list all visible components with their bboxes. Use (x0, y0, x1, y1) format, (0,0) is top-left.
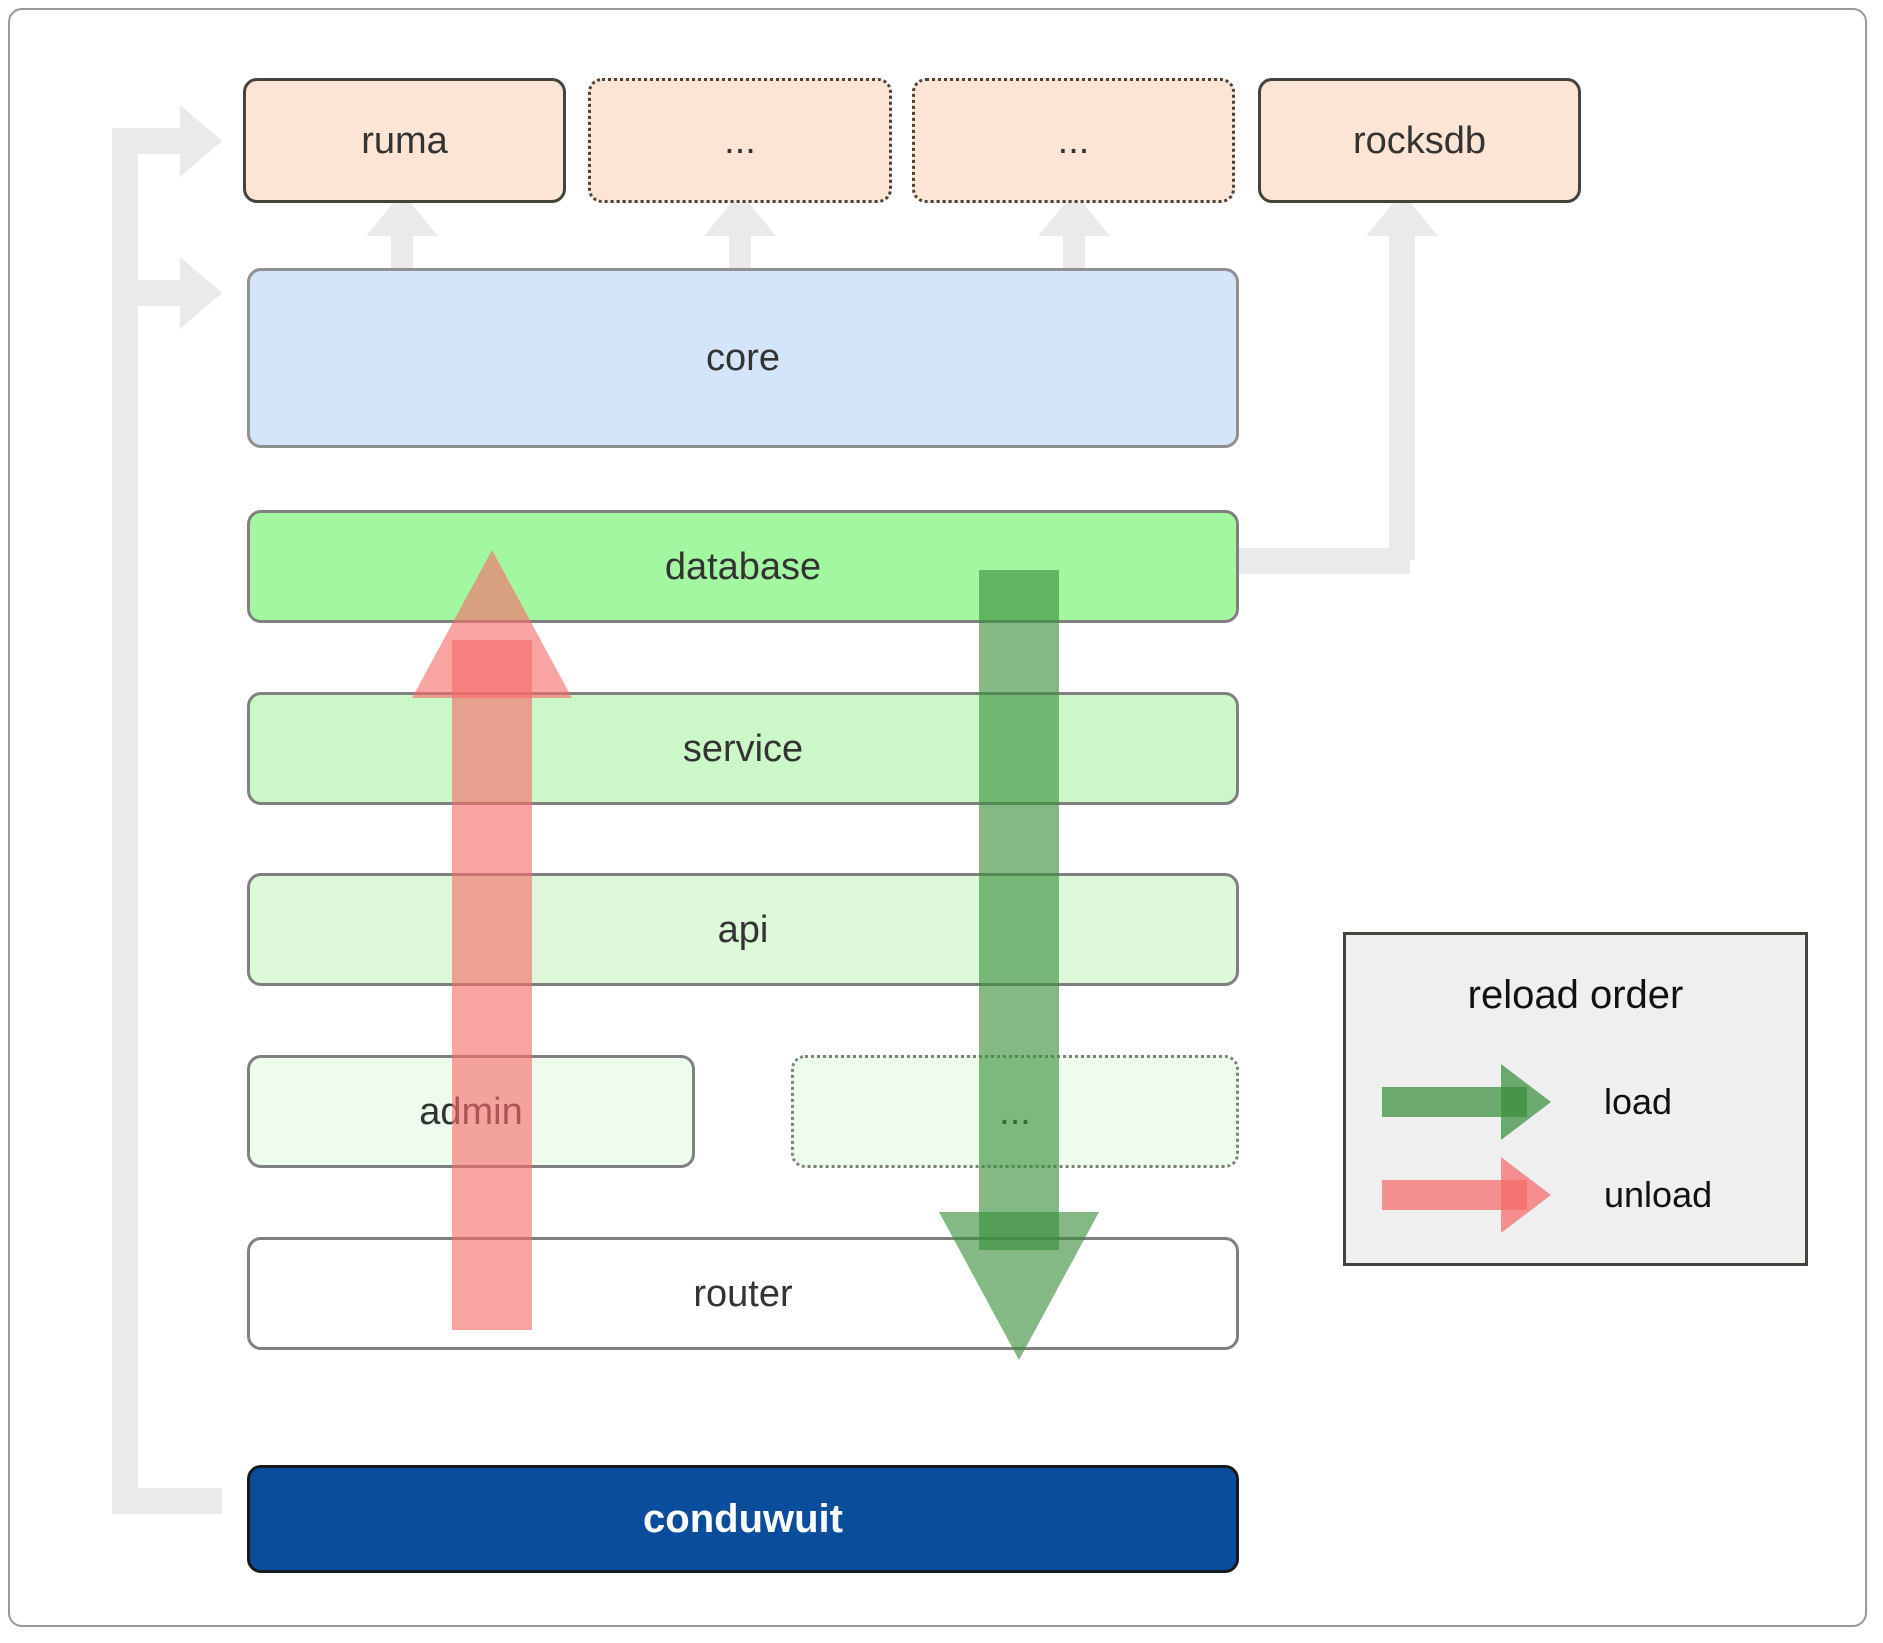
load-arrow-head (939, 1212, 1099, 1360)
node-core[interactable]: core (247, 268, 1239, 448)
node-database-label: database (664, 545, 822, 588)
node-dep-2[interactable]: ... (588, 78, 892, 203)
connector-core-to-dep2-shaft (729, 228, 751, 274)
node-api[interactable]: api (247, 873, 1239, 986)
unload-arrow-head (412, 550, 572, 698)
connector-database-to-rocksdb-vertical (1389, 230, 1415, 560)
node-ruma[interactable]: ruma (243, 78, 566, 203)
legend-load-label: load (1604, 1081, 1673, 1122)
node-service-label: service (682, 727, 804, 770)
load-arrow-shaft (979, 570, 1059, 1250)
node-router-label: router (693, 1272, 793, 1315)
legend-unload-arrow-head (1501, 1157, 1551, 1233)
node-rocksdb-label: rocksdb (1352, 119, 1487, 162)
node-dep-3[interactable]: ... (912, 78, 1235, 203)
node-service[interactable]: service (247, 692, 1239, 805)
node-dep-3-label: ... (1057, 119, 1090, 162)
legend-panel: reload order load unload (1343, 932, 1808, 1266)
node-database[interactable]: database (247, 510, 1239, 623)
connector-database-to-rocksdb-horizontal (1230, 548, 1410, 574)
node-core-label: core (706, 337, 780, 379)
connector-branch-to-core (112, 280, 184, 306)
diagram-frame (8, 8, 1867, 1627)
connector-branch-to-ruma (112, 128, 184, 154)
node-rocksdb[interactable]: rocksdb (1258, 78, 1581, 203)
connector-branch-to-conduwuit (112, 1488, 222, 1514)
node-api-label: api (717, 908, 769, 951)
node-conduwuit[interactable]: conduwuit (247, 1465, 1239, 1573)
connector-core-to-ruma-shaft (391, 228, 413, 274)
connector-trunk-vertical (112, 128, 138, 1514)
unload-arrow-shaft (452, 640, 532, 1330)
connector-core-to-dep3-shaft (1063, 228, 1085, 274)
legend-unload-label: unload (1604, 1174, 1713, 1215)
connector-arrowhead-core (180, 257, 222, 329)
node-dep-2-label: ... (724, 119, 756, 162)
legend-load-arrow-head (1501, 1064, 1551, 1140)
node-conduwuit-label: conduwuit (643, 1497, 843, 1541)
node-ruma-label: ruma (361, 119, 448, 162)
legend-title: reload order (1467, 973, 1684, 1017)
connector-arrowhead-ruma (180, 105, 222, 177)
